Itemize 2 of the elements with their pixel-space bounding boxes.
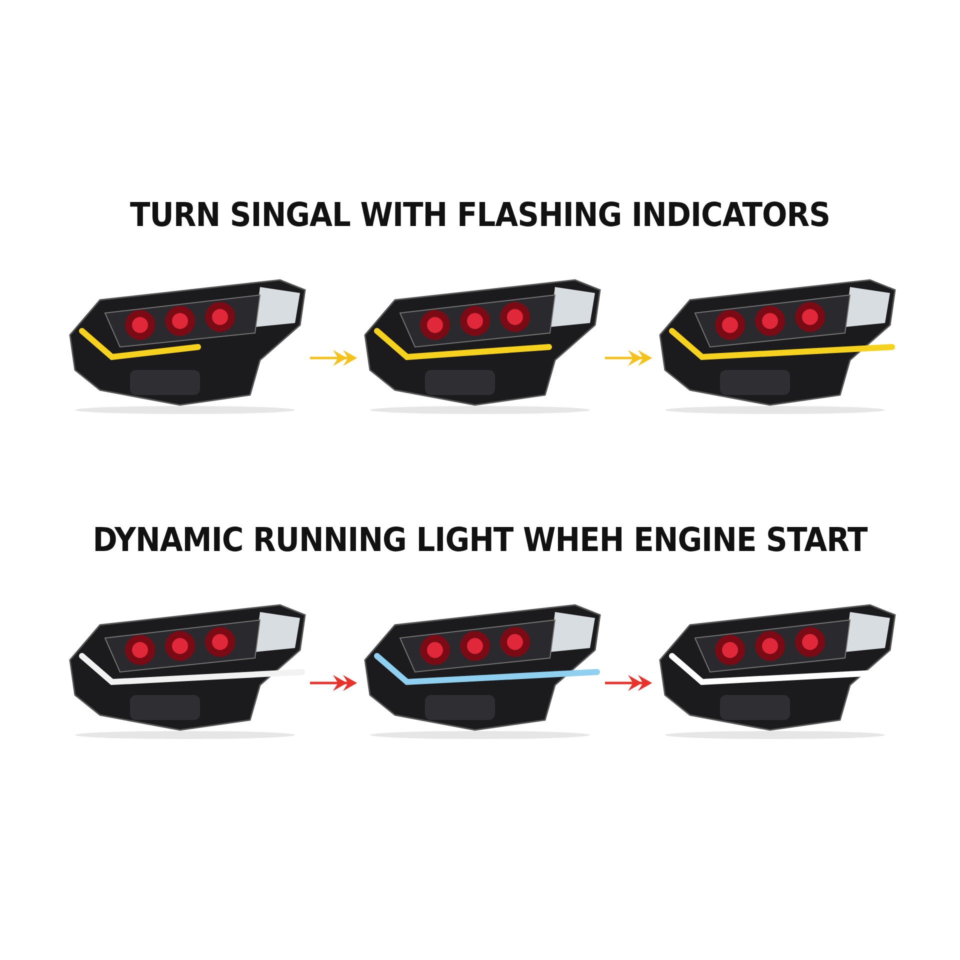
heading: DYNAMIC RUNNING LIGHT WHEH ENGINE START [92,520,868,559]
heading: TURN SINGAL WITH FLASHING INDICATORS [130,195,830,234]
